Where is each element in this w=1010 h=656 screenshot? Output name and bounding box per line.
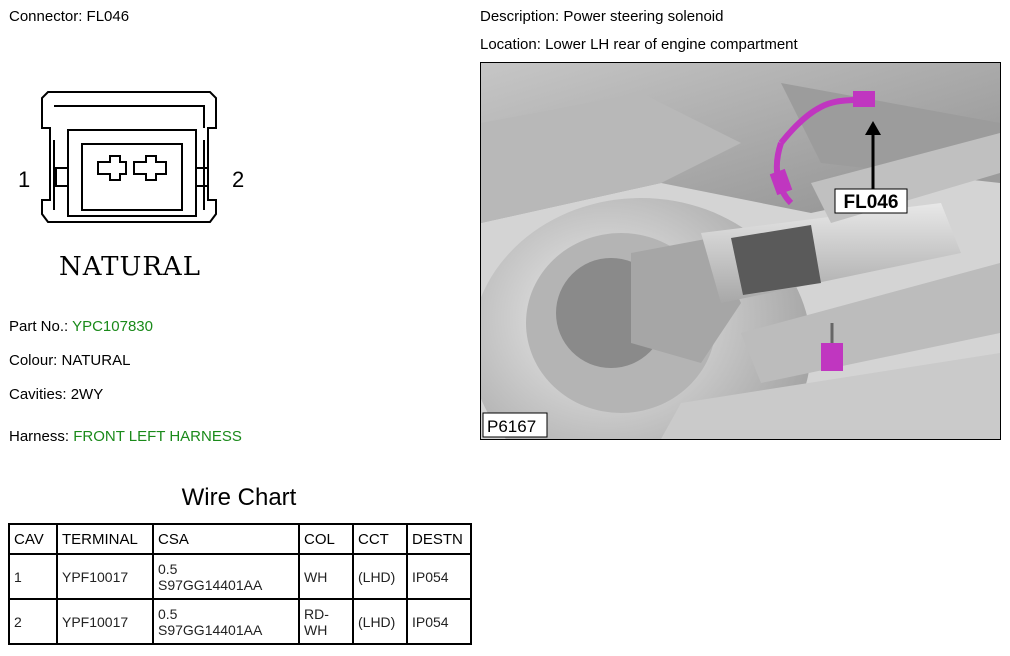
harness-line: Harness: FRONT LEFT HARNESS [9, 428, 242, 445]
terminal-cell: YPF10017 [56, 553, 154, 600]
table-row: 2 YPF10017 0.5 S97GG14401AA RD- WH (LHD)… [8, 598, 472, 645]
location-line: Location: Lower LH rear of engine compar… [480, 36, 798, 53]
connector-color-text: NATURAL [59, 252, 201, 282]
col-line-1: RD- [304, 605, 329, 622]
cavities-line: Cavities: 2WY [9, 386, 103, 403]
wire-chart-table: CAV TERMINAL CSA COL CCT DESTN 1 YPF1001… [8, 523, 472, 645]
col-cell: WH [298, 553, 354, 600]
colour-label: Colour: [9, 352, 58, 369]
photo-reference-label: P6167 [487, 417, 536, 436]
pin-1-label: 1 [18, 167, 30, 192]
connector-face-drawing: 1 2 NATURAL [18, 91, 244, 282]
part-number-link[interactable]: YPC107830 [72, 318, 153, 335]
location-illustration: FL046 P6167 [480, 62, 1001, 440]
harness-label: Harness: [9, 428, 70, 445]
part-number-line: Part No.: YPC107830 [9, 318, 153, 335]
connector-label: Connector: [9, 8, 83, 25]
cav-cell: 2 [8, 598, 58, 645]
colour-line: Colour: NATURAL [9, 352, 130, 369]
header-terminal: TERMINAL [56, 523, 154, 555]
location-value: Lower LH rear of engine compartment [545, 36, 798, 53]
description-value: Power steering solenoid [563, 8, 724, 25]
description-label: Description: [480, 8, 560, 25]
cav-cell: 1 [8, 553, 58, 600]
cavities-value: 2WY [70, 386, 104, 403]
engine-compartment-illustration: FL046 P6167 [481, 63, 1000, 439]
header-destn: DESTN [406, 523, 472, 555]
colour-value: NATURAL [61, 352, 131, 369]
csa-cell: 0.5 S97GG14401AA [152, 598, 300, 645]
header-cav: CAV [8, 523, 58, 555]
col-cell: RD- WH [298, 598, 354, 645]
location-label: Location: [480, 36, 541, 53]
destn-cell: IP054 [406, 553, 472, 600]
cct-cell: (LHD) [352, 598, 408, 645]
table-row: 1 YPF10017 0.5 S97GG14401AA WH (LHD) IP0… [8, 553, 472, 600]
header-cct: CCT [352, 523, 408, 555]
wire-chart-title: Wire Chart [181, 484, 297, 511]
csa-size: 0.5 [158, 560, 178, 577]
csa-part: S97GG14401AA [158, 576, 263, 593]
connector-line: Connector: FL046 [9, 8, 129, 25]
connector-value: FL046 [86, 8, 130, 25]
header-csa: CSA [152, 523, 300, 555]
header-col: COL [298, 523, 354, 555]
col-line-2: WH [304, 621, 328, 638]
csa-size: 0.5 [158, 605, 178, 622]
part-number-label: Part No.: [9, 318, 69, 335]
photo-callout-label: FL046 [844, 192, 899, 213]
col-line-1: WH [304, 568, 328, 585]
csa-cell: 0.5 S97GG14401AA [152, 553, 300, 600]
description-line: Description: Power steering solenoid [480, 8, 723, 25]
cavities-label: Cavities: [9, 386, 67, 403]
terminal-cell: YPF10017 [56, 598, 154, 645]
pin-2-label: 2 [232, 167, 244, 192]
wire-chart-header-row: CAV TERMINAL CSA COL CCT DESTN [8, 523, 472, 555]
csa-part: S97GG14401AA [158, 621, 263, 638]
harness-link[interactable]: FRONT LEFT HARNESS [73, 428, 242, 445]
destn-cell: IP054 [406, 598, 472, 645]
cct-cell: (LHD) [352, 553, 408, 600]
